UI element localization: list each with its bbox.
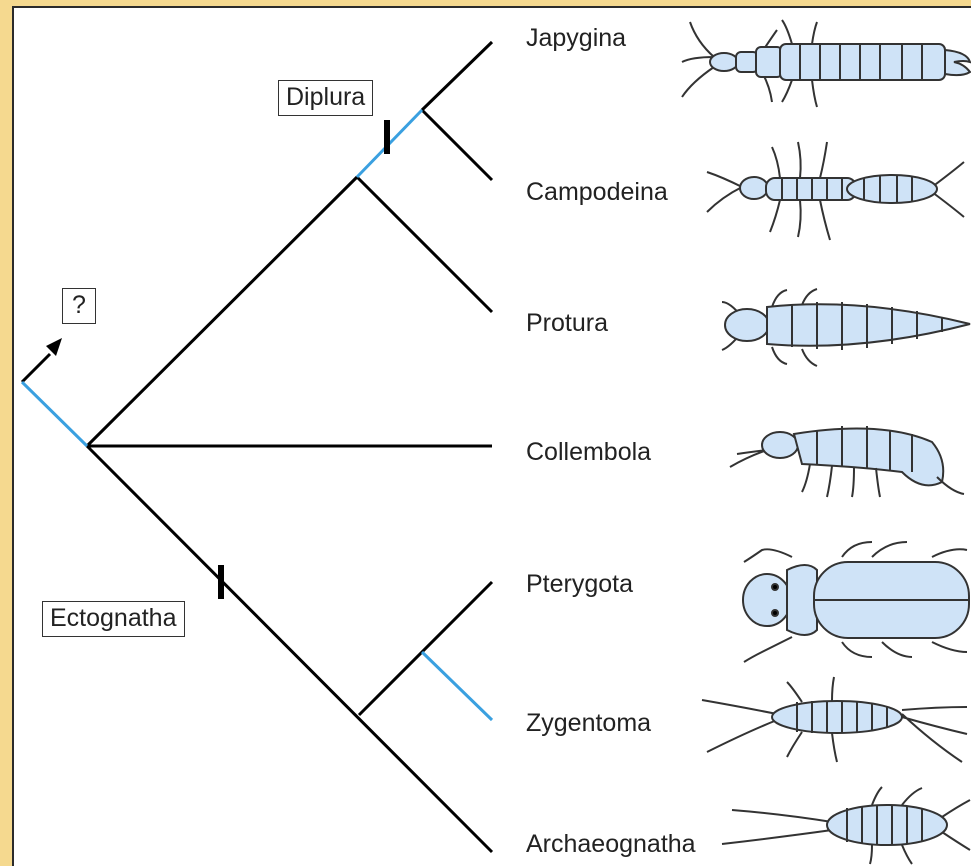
japygid-dipluran-icon xyxy=(682,20,970,107)
bristletail-icon xyxy=(722,787,970,864)
arrow-head-icon xyxy=(46,338,62,356)
proturan-icon xyxy=(722,289,970,366)
clade-label-unknown: ? xyxy=(62,288,96,324)
tree-svg xyxy=(14,8,971,866)
taxon-label-archaeognatha: Archaeognatha xyxy=(526,832,696,857)
taxon-label-japygina: Japygina xyxy=(526,26,626,51)
taxon-label-protura: Protura xyxy=(526,311,608,336)
phylogeny-diagram: Japygina Campodeina Protura Collembola P… xyxy=(12,6,971,866)
beetle-icon xyxy=(743,542,969,662)
tree-branches xyxy=(22,42,492,852)
branch-ingroup-root-to-upper xyxy=(87,177,357,446)
arrow-shaft xyxy=(22,354,50,382)
branch-stem-highlight xyxy=(22,382,87,446)
branch-diplura-to-japygina xyxy=(422,42,492,110)
clade-label-ectognatha: Ectognatha xyxy=(42,601,185,637)
branch-diplura-to-campodeina xyxy=(422,110,492,180)
taxon-label-zygentoma: Zygentoma xyxy=(526,711,651,736)
branch-upper-to-protura xyxy=(357,177,492,312)
springtail-icon xyxy=(730,426,964,497)
branch-zygentoma-highlight xyxy=(422,652,492,720)
branch-root-to-archaeognatha xyxy=(87,446,492,852)
taxon-label-collembola: Collembola xyxy=(526,440,651,465)
taxon-label-campodeina: Campodeina xyxy=(526,180,668,205)
branch-ectognatha-internal xyxy=(359,582,492,715)
campodeid-dipluran-icon xyxy=(707,142,964,240)
clade-label-diplura: Diplura xyxy=(278,80,373,116)
silverfish-icon xyxy=(702,677,967,762)
taxon-label-pterygota: Pterygota xyxy=(526,572,633,597)
